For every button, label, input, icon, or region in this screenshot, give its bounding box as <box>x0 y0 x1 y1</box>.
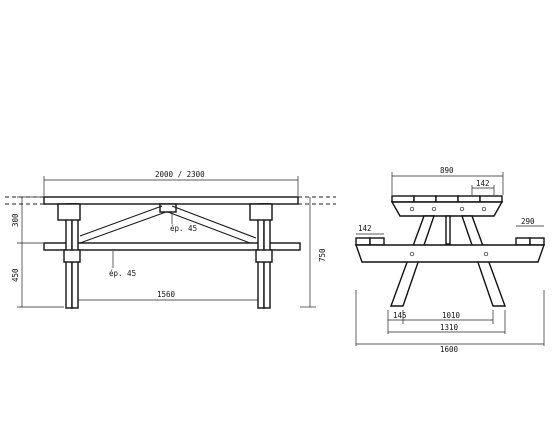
side-seat-height-label: 450 <box>11 268 20 282</box>
end-seat-plank-left-1 <box>355 237 371 246</box>
side-view: 2000 / 2300 300 450 750 1560 ép. 45 ép. … <box>5 170 336 309</box>
end-total-width-label: 1600 <box>440 345 459 354</box>
side-bench-seat <box>43 242 301 251</box>
side-tabletop <box>43 196 299 205</box>
end-seat-offset-label: 290 <box>521 217 535 226</box>
side-brace-angle-bottom-label: ép. 45 <box>109 269 136 278</box>
end-seat-plank-left-2 <box>369 237 385 246</box>
end-tabletop-plank-4 <box>457 195 481 203</box>
end-tabletop-plank-2 <box>413 195 437 203</box>
end-inner-span-label: 1010 <box>442 311 461 320</box>
side-leg-spacing-label: 1560 <box>157 290 176 299</box>
end-tabletop-plank-3 <box>435 195 459 203</box>
end-tabletop-plank-1 <box>391 195 415 203</box>
end-tabletop-plank-5 <box>479 195 503 203</box>
side-top-height-label: 300 <box>11 213 20 227</box>
side-total-height-label: 750 <box>318 248 327 262</box>
side-brace-left <box>79 205 163 237</box>
end-plank-width-label: 142 <box>476 179 490 188</box>
end-center-post <box>445 215 451 245</box>
side-length-label: 2000 / 2300 <box>155 170 205 179</box>
end-foot-offset-label: 145 <box>393 311 407 320</box>
end-seat-plank-label: 142 <box>358 224 372 233</box>
end-top-width-label: 890 <box>440 166 454 175</box>
end-seat-plank-right-1 <box>515 237 531 246</box>
side-brace-angle-top-label: ép. 45 <box>170 224 197 233</box>
end-view: 890 142 142 290 145 1010 1310 1600 <box>355 166 545 354</box>
end-leg-span-label: 1310 <box>440 323 459 332</box>
end-seat-plank-right-2 <box>529 237 545 246</box>
side-brace-right <box>171 205 257 239</box>
end-seat-beam <box>355 244 545 263</box>
end-top-cleat <box>390 201 504 217</box>
